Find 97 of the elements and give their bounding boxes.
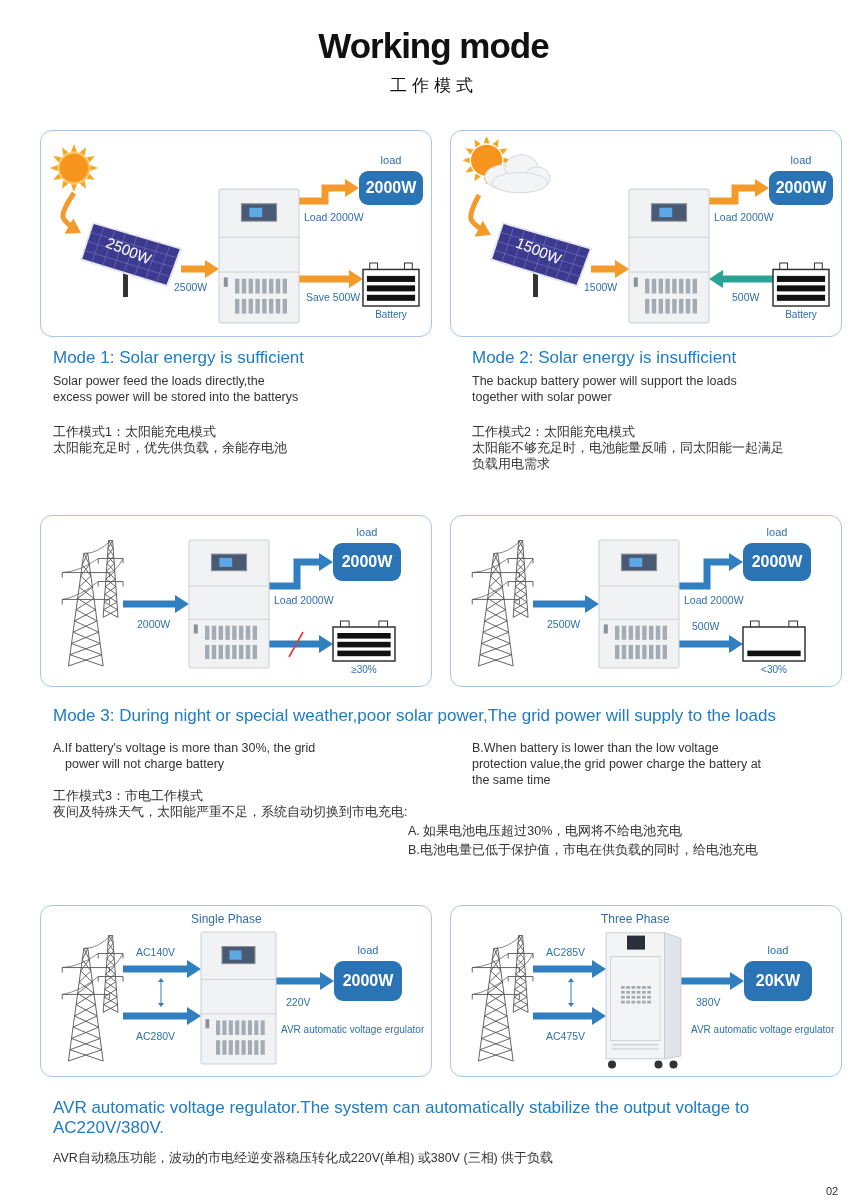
edge-label: 500W <box>731 291 761 303</box>
inverter-cabinet-drawing <box>189 540 269 668</box>
edge-label: 2000W <box>136 618 172 630</box>
load-value: 2000W <box>751 553 803 571</box>
panel-card <box>450 130 842 337</box>
arrow <box>269 553 333 590</box>
inverter-cabinet-drawing <box>599 540 679 668</box>
mode-description-chinese: 太阳能不够充足时，电池能量反哺，同太阳能一起满足负载用电需求 <box>472 440 785 472</box>
edge-label: AC475V <box>545 1030 587 1042</box>
function-label: AVR automatic voltage ergulator <box>691 1023 836 1037</box>
load-box <box>333 543 401 581</box>
summary-text-chinese: AVR自动稳压功能，波动的市电经逆变器稳压转化成220V(单相) 或380V (三相) 供于负载 <box>53 1150 555 1166</box>
mode-description-chinese: 太阳能充足时，优先供负载，余能存电池 <box>53 440 288 456</box>
arrow <box>709 270 773 288</box>
load-caption: load <box>356 944 380 956</box>
panel-card <box>40 515 432 687</box>
battery-caption: ≥30% <box>350 664 378 675</box>
power-tower-drawing <box>61 538 123 666</box>
panel-card <box>40 130 432 337</box>
edge-label: Load 2000W <box>273 594 335 606</box>
load-value: 2000W <box>342 972 394 990</box>
edge-label: Load 2000W <box>713 211 775 223</box>
edge-label: Load 2000W <box>303 211 365 223</box>
battery-caption: <30% <box>760 664 788 675</box>
edge-label: 380V <box>695 996 722 1008</box>
inverter-cabinet-drawing <box>201 932 276 1064</box>
mode-description: Solar power feed the loads directly,the excess power will be stored into the batterys <box>53 373 300 405</box>
title: Working mode <box>317 26 550 66</box>
arrow <box>269 635 333 653</box>
arrow <box>276 972 334 990</box>
edge-label: AC280V <box>135 1030 177 1042</box>
panel-heading: Single Phase <box>191 912 262 926</box>
page-number: 02 <box>826 1184 840 1199</box>
mode-heading: Mode 2: Solar energy is insufficient <box>472 348 738 368</box>
battery-caption: Battery <box>784 309 818 320</box>
arrow <box>468 193 493 238</box>
arrow <box>299 270 363 288</box>
inverter-cabinet-drawing <box>219 189 299 323</box>
arrow <box>709 179 769 205</box>
load-box <box>334 961 402 1001</box>
battery-icon <box>363 263 419 306</box>
load-value: 2000W <box>341 553 393 571</box>
load-box <box>744 961 812 1001</box>
edge-label: 1500W <box>583 281 619 293</box>
regulator-cabinet-drawing <box>606 930 681 1070</box>
battery-icon <box>773 263 829 306</box>
load-caption: load <box>789 154 813 166</box>
load-box <box>359 171 423 205</box>
edge-label: AC140V <box>135 946 177 958</box>
function-label: AVR automatic voltage ergulator <box>281 1023 426 1037</box>
mode-description-chinese: 夜间及特殊天气，太阳能严重不足，系统自动切换到市电充电: <box>53 804 409 820</box>
load-box <box>743 543 811 581</box>
arrow <box>181 260 219 278</box>
power-tower-drawing <box>471 933 533 1061</box>
edge-label: 2500W <box>546 618 582 630</box>
load-value: 2000W <box>365 179 417 197</box>
load-caption: load <box>766 944 790 956</box>
mode-description: The backup battery power will support the loads together with solar power <box>472 373 738 405</box>
subtitle: 工作模式 <box>388 78 479 94</box>
arrow <box>299 179 359 205</box>
panel-card <box>40 905 432 1077</box>
edge-label: AC285V <box>545 946 587 958</box>
load-caption: load <box>355 526 379 538</box>
panel-card <box>450 905 842 1077</box>
inverter-cabinet-drawing <box>629 189 709 323</box>
panel-card <box>450 515 842 687</box>
load-box <box>769 171 833 205</box>
edge-label: Load 2000W <box>683 594 745 606</box>
mode-description-chinese: 工作模式2：太阳能充电模式 <box>472 424 636 440</box>
mode-description-chinese: 工作模式3：市电工作模式 <box>53 788 204 804</box>
mode-description-chinese: 工作模式1：太阳能充电模式 <box>53 424 217 440</box>
edge-label: 500W <box>691 620 721 632</box>
arrow <box>591 260 629 278</box>
load-caption: load <box>765 526 789 538</box>
load-value: 2000W <box>775 179 827 197</box>
condition-text-chinese: A. 如果电池电压超过30%，电网将不给电池充电 <box>408 823 684 839</box>
sun-icon <box>49 143 99 193</box>
battery-icon <box>743 621 805 661</box>
power-tower-drawing <box>471 538 533 666</box>
power-tower-drawing <box>61 933 123 1061</box>
mode-heading: Mode 1: Solar energy is sufficient <box>53 348 306 368</box>
mode-heading: Mode 3: During night or special weather,poor solar power,The grid power will supply to the loads <box>53 706 777 726</box>
battery-icon <box>333 621 395 661</box>
panel-heading: Three Phase <box>601 912 670 926</box>
load-caption: load <box>379 154 403 166</box>
condition-text: B.When battery is lower than the low voltage protection value,the grid power charge the battery at the same time <box>472 740 763 788</box>
summary-heading: AVR automatic voltage regulator.The system can automatically stabilize the output voltage to AC220V/380V. <box>53 1098 751 1138</box>
edge-label: 220V <box>285 996 312 1008</box>
arrow <box>679 635 743 653</box>
load-value: 20KW <box>755 972 801 990</box>
arrow <box>681 972 744 990</box>
edge-label: Save 500W <box>305 291 362 303</box>
edge-label: 2500W <box>173 281 209 293</box>
condition-text-chinese: B.电池电量已低于保护值，市电在供负载的同时，给电池充电 <box>408 842 759 858</box>
condition-text: A.If battery's voltage is more than 30%, the grid power will not charge battery <box>53 740 317 772</box>
arrow <box>679 553 743 590</box>
battery-caption: Battery <box>374 309 408 320</box>
